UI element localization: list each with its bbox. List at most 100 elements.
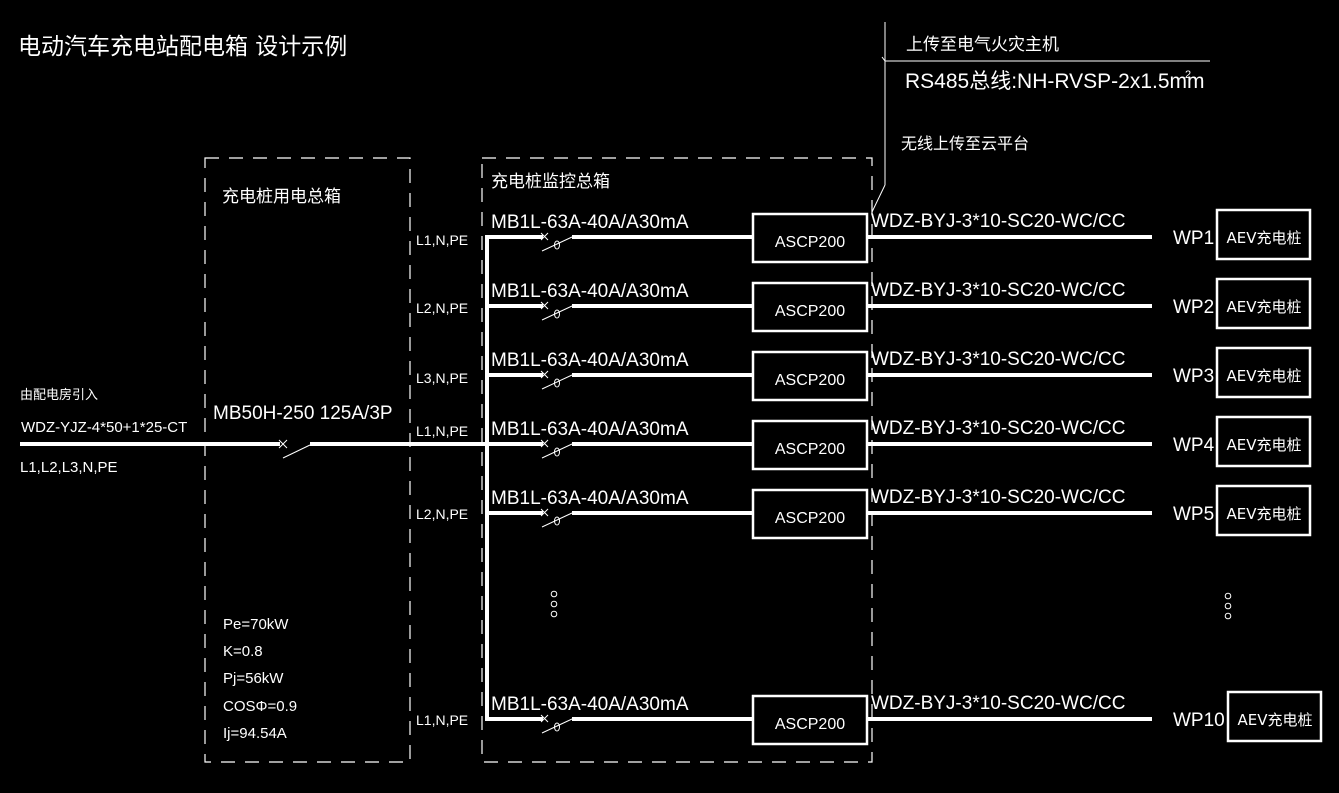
param-pe: Pe=70kW [223,616,289,633]
incoming-cable-label: WDZ-YJZ-4*50+1*25-CT [21,419,187,436]
branch-phase-label: L1,N,PE [416,423,468,439]
rs485-bus-superscript: 2 [1185,69,1191,81]
upload-leader: 上传至电气火灾主机 RS485总线:NH-RVSP-2x1.5mm 2 无线上传… [871,22,1210,213]
branch-breaker-blade [541,305,573,321]
branch-circuit: L1,N,PE MB1L-63A-40A/A30mA ASCP200 WDZ-BYJ-… [416,415,1312,471]
incoming-phases-label: L1,L2,L3,N,PE [20,459,118,476]
circuit-label: WP3 [1173,366,1214,387]
ascp-monitor-label: ASCP200 [775,303,845,320]
branch-circuit: L3,N,PE MB1L-63A-40A/A30mA ASCP200 WDZ-BYJ-… [416,346,1312,402]
charger-label: AEV充电桩 [1226,367,1301,385]
branch-phase-label: L2,N,PE [416,506,468,522]
wireless-upload-label: 无线上传至云平台 [901,134,1029,153]
charger-box [1215,484,1312,537]
ellipsis-breakers [550,590,558,618]
main-box-title: 充电桩用电总箱 [222,187,341,207]
ellipsis-dot [550,590,558,598]
ellipsis-dot [1224,592,1232,600]
branch-phase-label: L3,N,PE [416,370,468,386]
ellipsis-dot [1224,612,1232,620]
ascp-monitor-box [751,212,869,264]
branch-breaker-label: MB1L-63A-40A/A30mA [491,488,689,509]
branch-breaker-blade [541,512,573,528]
fire-host-label: 上传至电气火灾主机 [906,35,1059,55]
branch-cable-label: WDZ-BYJ-3*10-SC20-WC/CC [871,280,1125,301]
ellipsis-loads [1224,592,1232,620]
rcd-marker [554,447,560,457]
ellipsis-dot [550,600,558,608]
branch-phase-label: L1,N,PE [416,232,468,248]
branch-cable-label: WDZ-BYJ-3*10-SC20-WC/CC [871,211,1125,232]
param-cos: COSΦ=0.9 [223,698,297,715]
branch-breaker-x2 [540,714,549,723]
ascp-monitor-label: ASCP200 [775,716,845,733]
ascp-monitor-label: ASCP200 [775,234,845,251]
branch-breaker-label: MB1L-63A-40A/A30mA [491,350,689,371]
branch-circuit: L1,N,PE MB1L-63A-40A/A30mA ASCP200 WDZ-BYJ-… [416,690,1323,746]
branch-breaker-x2 [540,232,549,241]
branch-breaker-label: MB1L-63A-40A/A30mA [491,212,689,233]
leader-diagonal [871,184,886,213]
rs485-bus-label: RS485总线:NH-RVSP-2x1.5mm [905,70,1205,93]
branch-breaker-blade [541,718,573,734]
circuit-label: WP2 [1173,297,1214,318]
ascp-monitor-label: ASCP200 [775,372,845,389]
branch-circuit: L1,N,PE MB1L-63A-40A/A30mA ASCP200 WDZ-BYJ-… [416,208,1312,264]
branch-breaker-x2 [540,508,549,517]
diagram-title: 电动汽车充电站配电箱 设计示例 [18,34,347,60]
branch-cable-label: WDZ-BYJ-3*10-SC20-WC/CC [871,487,1125,508]
branch-breaker-label: MB1L-63A-40A/A30mA [491,281,689,302]
ascp-monitor-label: ASCP200 [775,441,845,458]
main-breaker-label: MB50H-250 125A/3P [213,403,393,424]
branch-cable-label: WDZ-BYJ-3*10-SC20-WC/CC [871,349,1125,370]
charger-box [1215,346,1312,399]
charger-label: AEV充电桩 [1226,436,1301,454]
monitor-box-title: 充电桩监控总箱 [491,172,610,192]
ellipsis-dot [550,610,558,618]
ascp-monitor-box [751,694,869,746]
charger-box [1215,208,1312,261]
branch-phase-label: L2,N,PE [416,300,468,316]
main-breaker-x2 [278,439,288,449]
branch-breaker-blade [541,236,573,252]
branch-circuit: L2,N,PE MB1L-63A-40A/A30mA ASCP200 WDZ-BYJ-… [416,277,1312,333]
circuit-label: WP10 [1173,710,1225,731]
circuit-label: WP5 [1173,504,1214,525]
param-k: K=0.8 [223,643,263,660]
charger-box [1215,415,1312,468]
circuit-label: WP1 [1173,228,1214,249]
param-pj: Pj=56kW [223,670,284,687]
circuit-label: WP4 [1173,435,1215,456]
rcd-marker [554,240,560,250]
branch-cable-label: WDZ-BYJ-3*10-SC20-WC/CC [871,418,1125,439]
ascp-monitor-box [751,419,869,471]
load-parameters: Pe=70kW K=0.8 Pj=56kW COSΦ=0.9 Ij=94.54A [223,616,297,742]
leader-tick [881,56,886,62]
rcd-marker [554,516,560,526]
branch-breaker-label: MB1L-63A-40A/A30mA [491,694,689,715]
branch-phase-label: L1,N,PE [416,712,468,728]
branch-breaker-label: MB1L-63A-40A/A30mA [491,419,689,440]
branch-circuits: L1,N,PEMB1L-63A-40A/A30mAASCP200WDZ-BYJ-… [416,208,1323,746]
branch-breaker-blade [541,443,573,459]
ascp-monitor-label: ASCP200 [775,510,845,527]
incoming-source-label: 由配电房引入 [20,387,98,403]
branch-breaker-x2 [540,370,549,379]
branch-cable-label: WDZ-BYJ-3*10-SC20-WC/CC [871,693,1125,714]
main-breaker-blade [282,444,311,459]
branch-breaker-x2 [540,301,549,310]
ascp-monitor-box [751,350,869,402]
monitor-box-enclosure [481,157,873,763]
rcd-marker [554,722,560,732]
branch-circuit: L2,N,PE MB1L-63A-40A/A30mA ASCP200 WDZ-BYJ-… [416,484,1312,540]
charger-box [1226,690,1323,743]
charger-label: AEV充电桩 [1226,505,1301,523]
param-ij: Ij=94.54A [223,725,287,742]
charger-label: AEV充电桩 [1226,298,1301,316]
branch-breaker-x2 [540,439,549,448]
branch-breaker-blade [541,374,573,390]
incoming-feeder: 由配电房引入 WDZ-YJZ-4*50+1*25-CT L1,L2,L3,N,P… [20,387,487,476]
charger-label: AEV充电桩 [1237,711,1312,729]
rcd-marker [554,378,560,388]
